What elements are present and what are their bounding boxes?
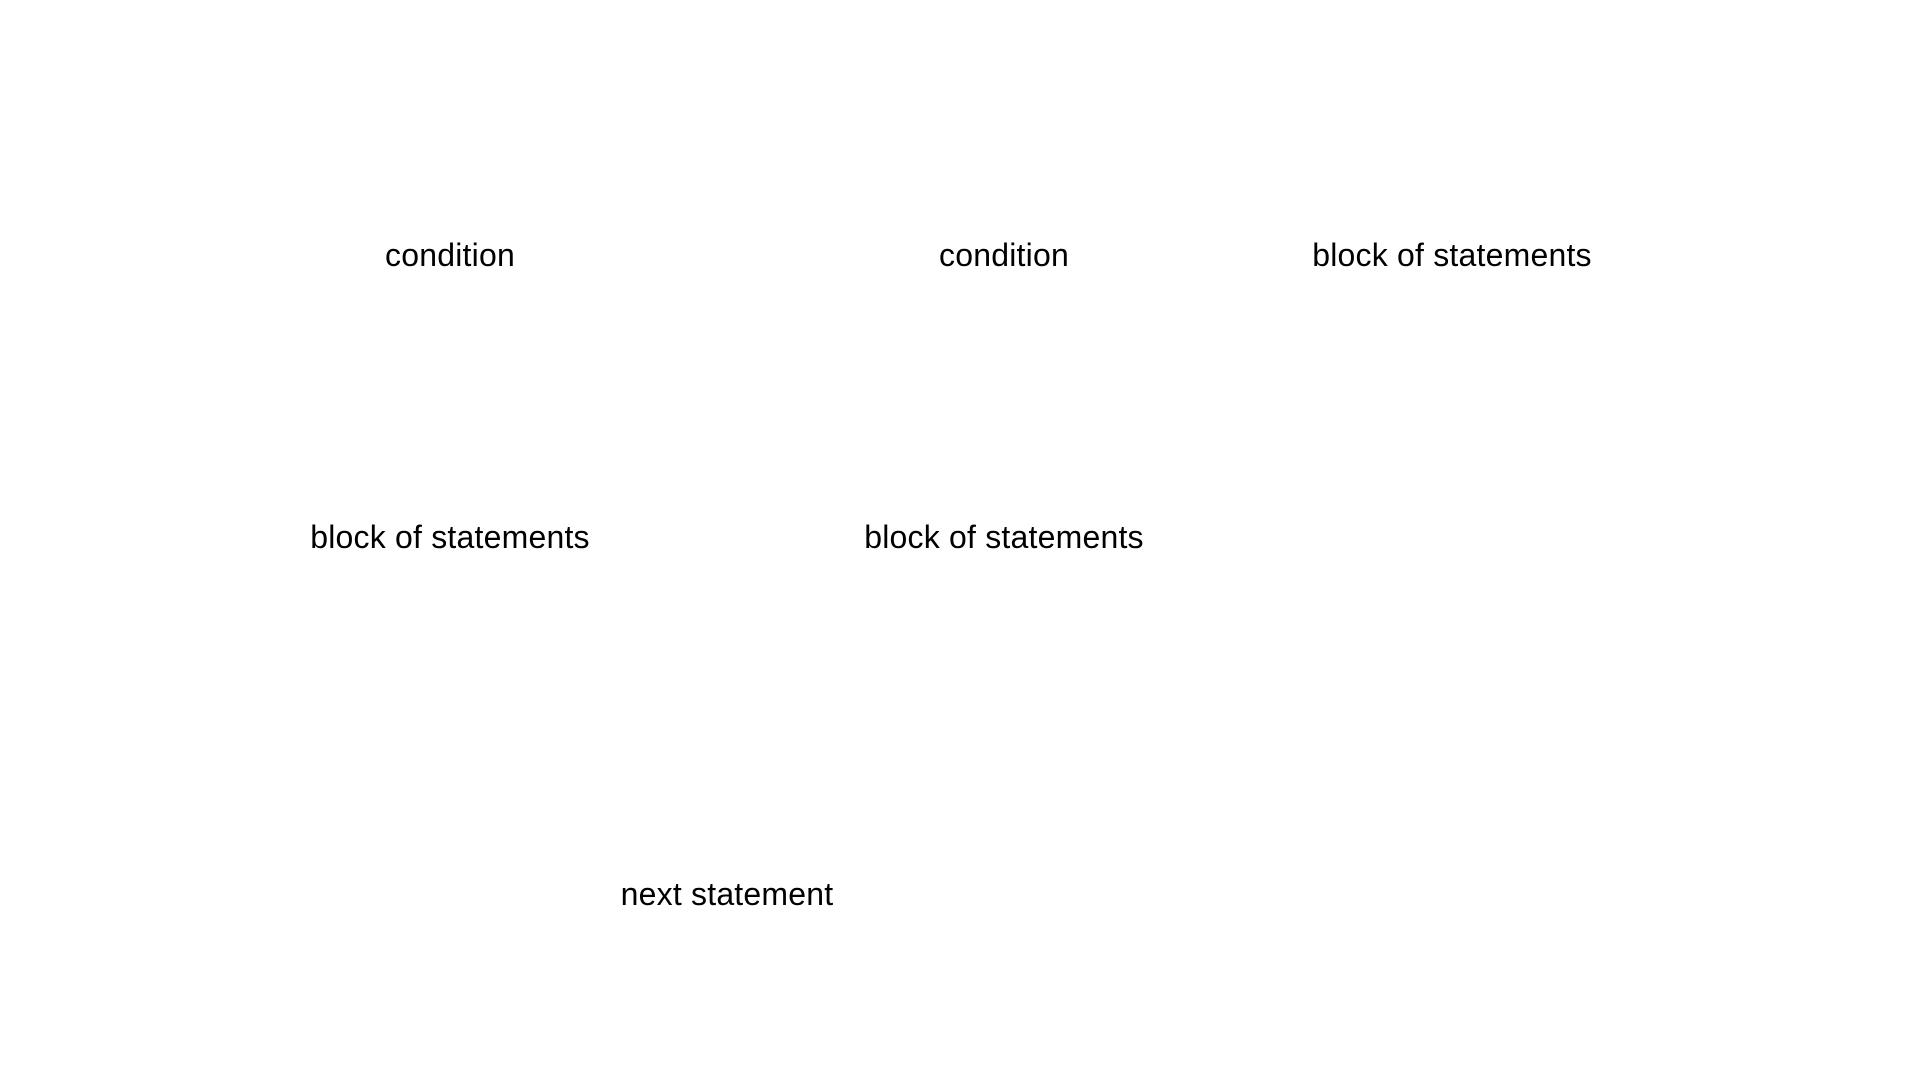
block-of-statements-label-middle: block of statements (864, 519, 1144, 555)
block-of-statements-label-left: block of statements (310, 519, 590, 555)
condition-label-left: condition (385, 237, 515, 273)
next-statement-label: next statement (620, 876, 834, 912)
block-of-statements-label-right: block of statements (1312, 237, 1592, 273)
condition-label-middle: condition (939, 237, 1069, 273)
